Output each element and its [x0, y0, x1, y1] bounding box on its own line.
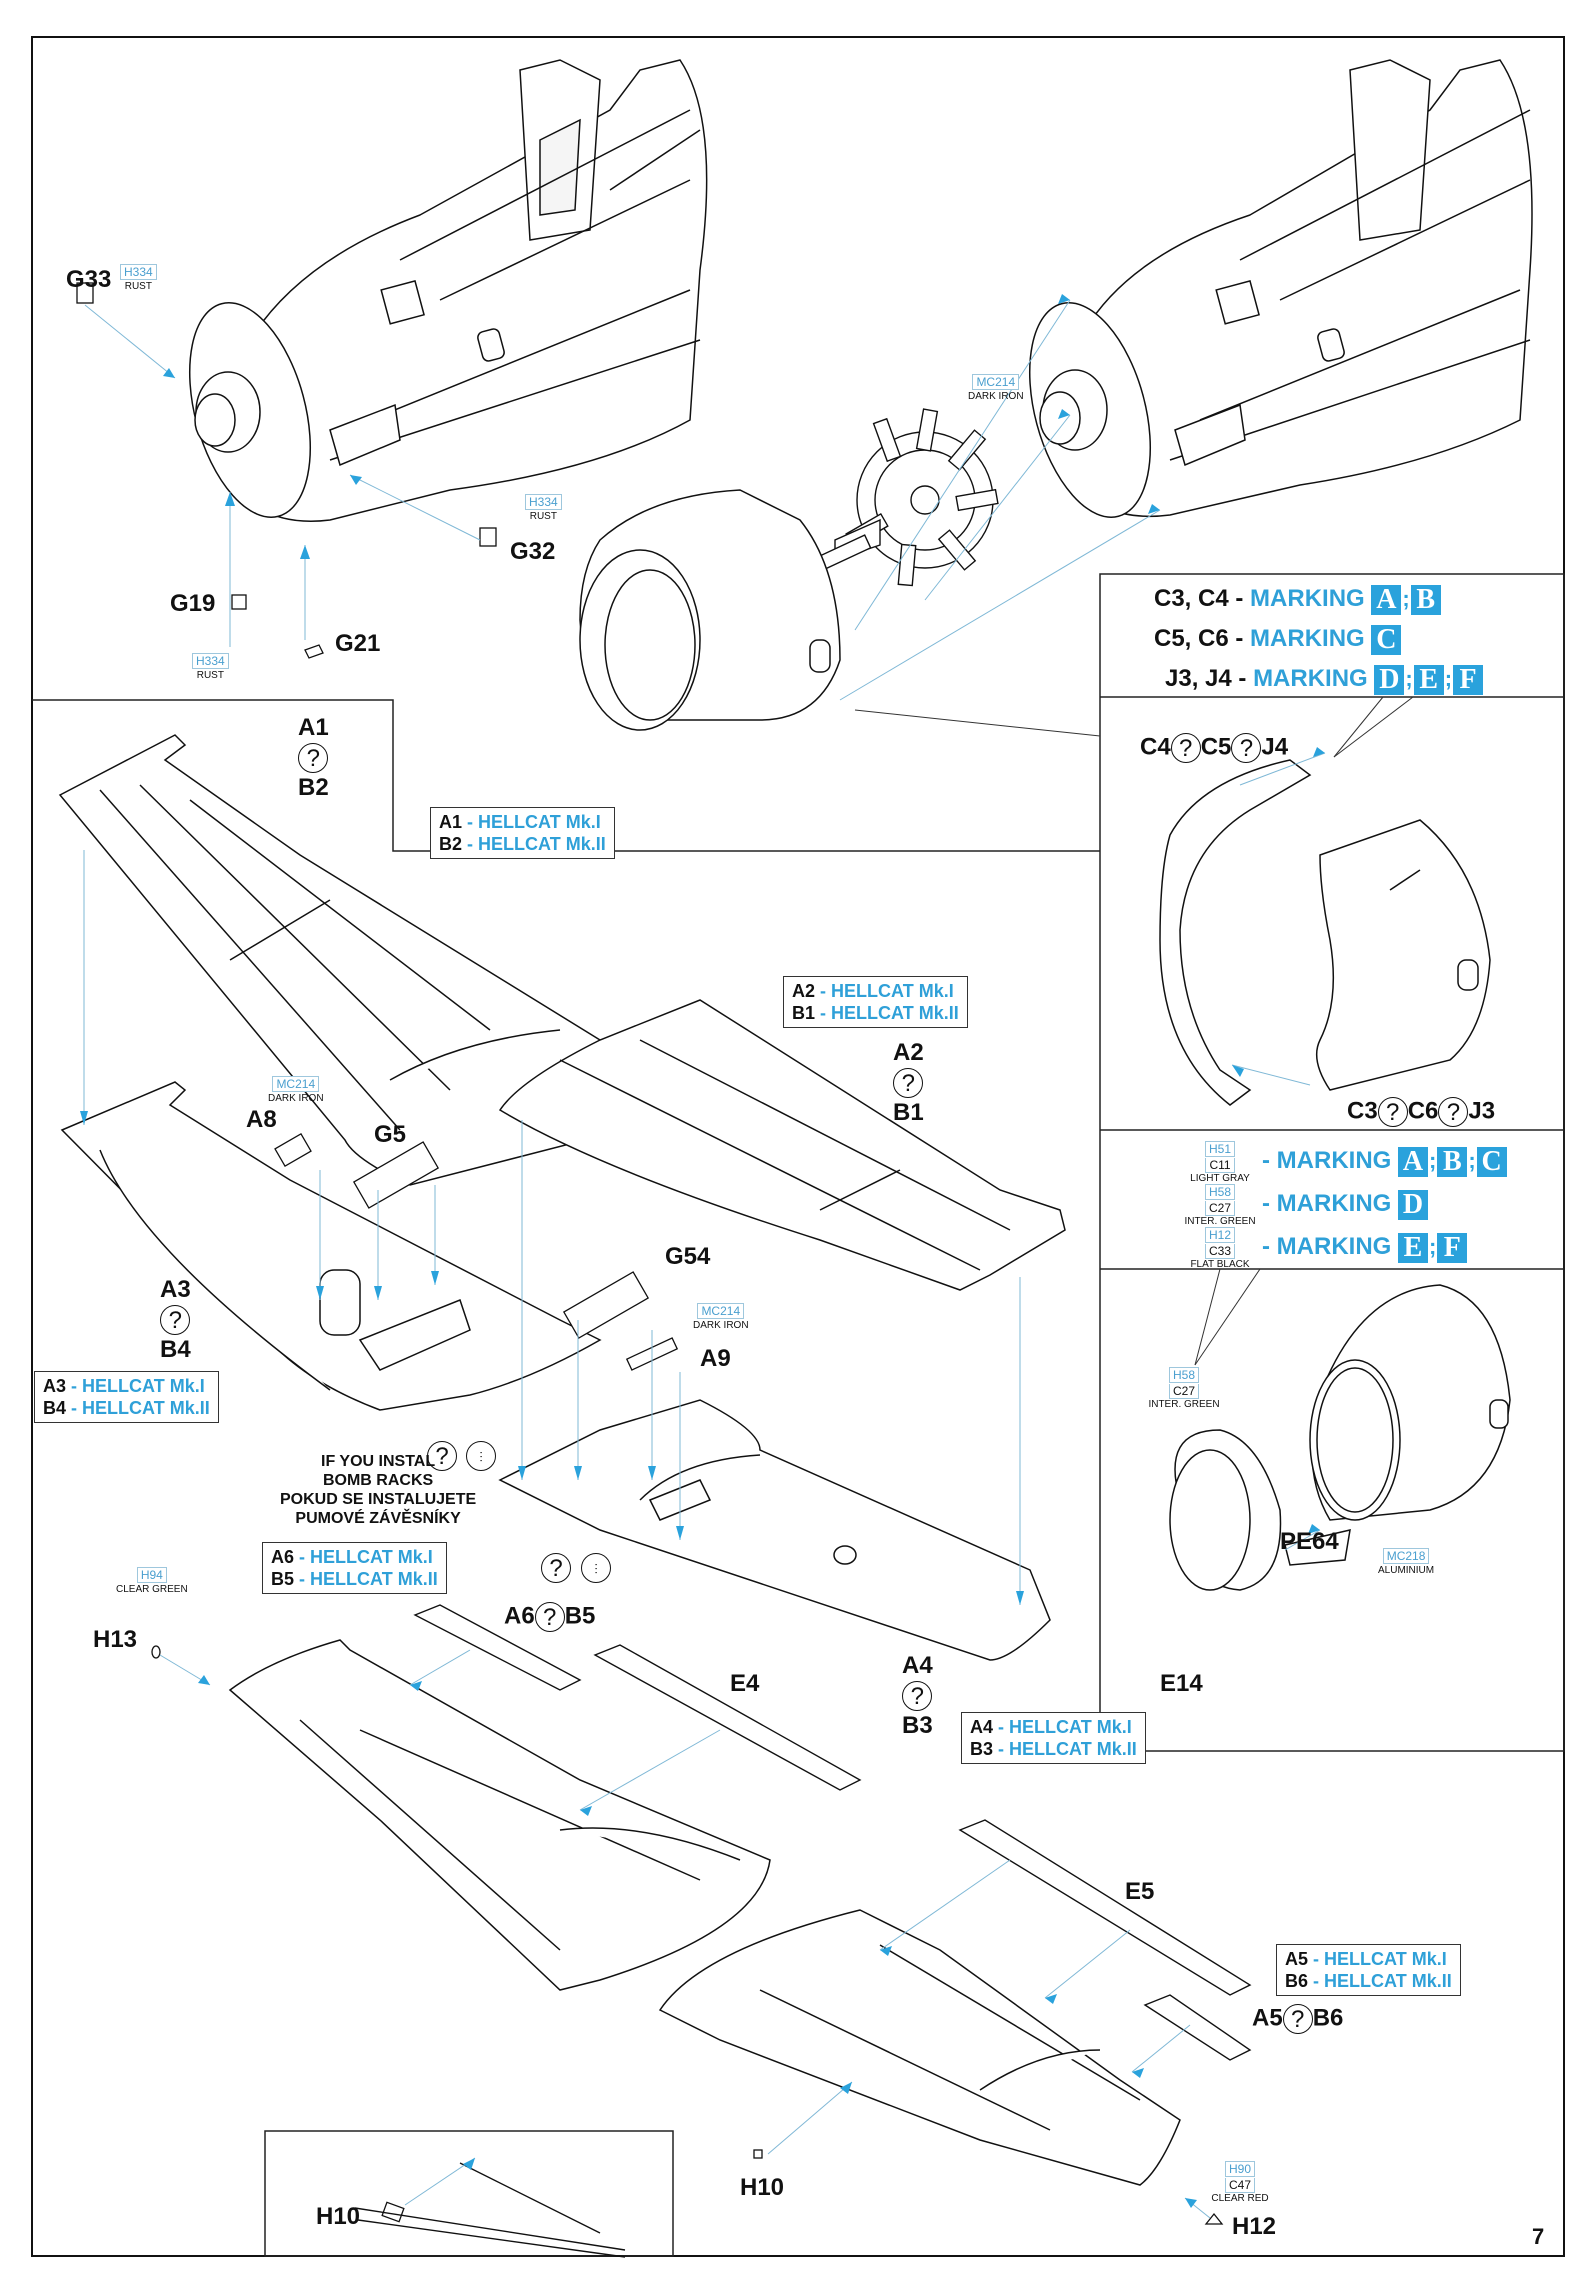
wing-aileron-left	[228, 1639, 771, 1991]
option-icon: ?	[160, 1305, 191, 1336]
paint-callout-g19-g21: H334 RUST	[192, 652, 229, 681]
option-icon: ?	[1170, 733, 1201, 763]
part-choice-a6-b5: A6?B5	[504, 1602, 596, 1632]
option-icon: ?	[1438, 1097, 1469, 1127]
part-choice-top: C4?C5?J4	[1140, 733, 1289, 763]
paint-callout-light-gray: H51 C11 LIGHT GRAY	[1190, 1141, 1250, 1184]
paint-callout-flat-black: H12 C33 FLAT BLACK	[1190, 1227, 1250, 1270]
fuselage-left	[188, 59, 708, 522]
option-icon: ?	[1231, 733, 1262, 763]
part-label-a9: A9	[700, 1345, 731, 1372]
cowl-marking-row-2: C5, C6 - MARKING C	[1154, 624, 1402, 655]
part-choice-a4-b3: A4 ? B3	[902, 1652, 933, 1740]
paint-callout-g33: H334 RUST	[120, 263, 157, 292]
marking-badge-c: C	[1371, 624, 1402, 655]
part-choice-a2-b1: A2 ? B1	[893, 1039, 924, 1127]
paint-marking-row-1: - MARKING A;B;C	[1262, 1146, 1507, 1177]
paint-callout-h13: H94 CLEAR GREEN	[116, 1567, 188, 1595]
paint-callout-engine: MC214 DARK IRON	[968, 374, 1024, 402]
option-icon: ?	[298, 743, 329, 774]
option-icon: ?	[893, 1068, 924, 1099]
marking-badge-f: F	[1453, 664, 1484, 695]
part-label-h12: H12	[1232, 2213, 1277, 2240]
flap-parts	[413, 1604, 1252, 2061]
radial-engine	[818, 408, 999, 587]
antenna-inset-box	[264, 2130, 674, 2257]
part-label-e14: E14	[1160, 1670, 1203, 1697]
option-icon: ?	[541, 1553, 571, 1583]
paint-name: RUST	[124, 281, 152, 292]
paint-callout-a8: MC214 DARK IRON	[268, 1076, 324, 1104]
wing-upper-left	[58, 734, 613, 1186]
page-number: 7	[1532, 2224, 1545, 2249]
paint-callout-a9: MC214 DARK IRON	[693, 1303, 749, 1331]
bomb-rack-note: IF YOU INSTAL BOMB RACKS POKUD SE INSTAL…	[280, 1453, 477, 1527]
variant-box-a2-b1: A2 - HELLCAT Mk.I B1 - HELLCAT Mk.II	[783, 976, 968, 1028]
wing-lower-left	[60, 1081, 602, 1411]
part-label-e4: E4	[730, 1670, 760, 1697]
part-label-e5: E5	[1125, 1878, 1155, 1905]
part-label-h13: H13	[93, 1626, 138, 1653]
drill-icon: ⫶	[581, 1553, 611, 1583]
wing-upper-right	[498, 999, 1066, 1291]
marking-badge-b: B	[1410, 584, 1441, 615]
cowl-marking-row-3: J3, J4 - MARKING D;E;F	[1165, 664, 1484, 695]
part-label-pe64: PE64	[1280, 1528, 1339, 1555]
part-choice-a3-b4: A3 ? B4	[160, 1276, 191, 1364]
paint-callout-h12: H90 C47 CLEAR RED	[1211, 2161, 1269, 2204]
variant-box-a3-b4: A3 - HELLCAT Mk.I B4 - HELLCAT Mk.II	[34, 1371, 219, 1423]
part-choice-bottom: C3?C6?J3	[1347, 1097, 1496, 1127]
assembly-arrows	[80, 294, 1325, 2208]
part-label-g19: G19	[170, 590, 216, 617]
part-label-g33: G33	[66, 266, 112, 293]
part-label-h10-inset: H10	[316, 2203, 361, 2230]
part-label-a8: A8	[246, 1106, 277, 1133]
variant-box-a1-b2: A1 - HELLCAT Mk.I B2 - HELLCAT Mk.II	[430, 807, 615, 859]
part-choice-a1-b2: A1 ? B2	[298, 714, 329, 802]
paint-callout-inter-green: H58 C27 INTER. GREEN	[1184, 1184, 1256, 1227]
option-icon: ?	[1377, 1097, 1408, 1127]
step-divider-left	[32, 699, 1100, 852]
marking-badge-e: E	[1413, 664, 1444, 695]
marking-badge-a: A	[1371, 584, 1402, 615]
cowl-panels	[1159, 759, 1491, 1106]
option-icon: ?	[1282, 2004, 1313, 2034]
cowl-marking-row-1: C3, C4 - MARKING A;B	[1154, 584, 1441, 615]
part-label-g5: G5	[374, 1121, 407, 1148]
cowl-lip	[1169, 1284, 1511, 1591]
paint-marking-row-3: - MARKING E;F	[1262, 1232, 1468, 1263]
option-icon: ?	[902, 1681, 933, 1712]
variant-box-a6-b5: A6 - HELLCAT Mk.I B5 - HELLCAT Mk.II	[262, 1542, 447, 1594]
cowl-marking-box	[1099, 573, 1565, 1752]
part-label-h10: H10	[740, 2174, 785, 2201]
variant-box-a4-b3: A4 - HELLCAT Mk.I B3 - HELLCAT Mk.II	[961, 1712, 1146, 1764]
paint-callout-g32: H334 RUST	[525, 493, 562, 522]
option-icon: ?	[427, 1441, 457, 1471]
part-label-g21: G21	[335, 630, 381, 657]
paint-callout-pe64: MC218 ALUMINIUM	[1378, 1548, 1435, 1576]
paint-callout-cowl-inner: H58 C27 INTER. GREEN	[1148, 1367, 1220, 1410]
option-icon: ?	[534, 1602, 565, 1632]
cowling-center	[579, 489, 841, 731]
paint-code: H334	[120, 264, 157, 280]
part-label-g54: G54	[665, 1243, 711, 1270]
wing-aileron-right	[658, 1909, 1181, 2186]
drill-icon: ⫶	[466, 1441, 496, 1471]
small-parts	[76, 282, 1224, 2225]
marking-badge-d: D	[1374, 664, 1405, 695]
part-label-g32: G32	[510, 538, 556, 565]
variant-box-a5-b6: A5 - HELLCAT Mk.I B6 - HELLCAT Mk.II	[1276, 1944, 1461, 1996]
fuselage-right	[1028, 59, 1533, 518]
paint-marking-row-2: - MARKING D	[1262, 1189, 1428, 1220]
part-choice-a5-b6: A5?B6	[1252, 2004, 1344, 2034]
